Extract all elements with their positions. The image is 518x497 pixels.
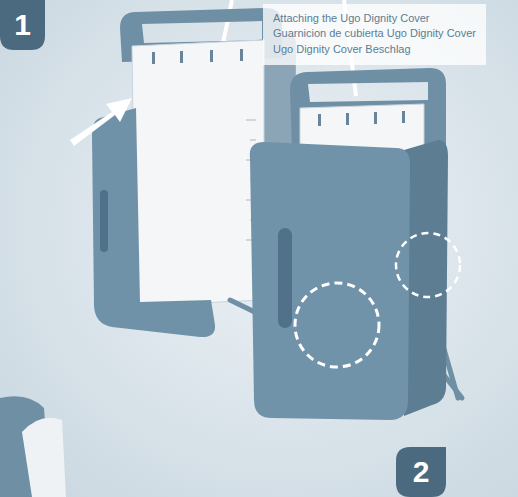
detail-circle [396,233,460,297]
direction-arrow [70,98,132,146]
tick [246,120,256,121]
partial-figure [0,396,66,497]
caption-panel: Attaching the Ugo Dignity CoverGuarnicio… [263,4,486,65]
slit [374,112,377,124]
slit [346,113,349,125]
bag-slits [318,111,405,126]
bag-slits [152,49,243,64]
cover-slot [278,228,292,328]
callout-badge [396,447,446,497]
callout-number: 1 [0,0,45,50]
slit [402,111,405,123]
tube [222,0,232,48]
slit [152,52,155,64]
slit [318,114,321,126]
caption-text: Ugo Dignity Cover Beschlag [273,42,476,57]
callout-number: 2 [396,447,446,497]
slit [210,50,213,62]
cover-slot [100,190,108,252]
open-cover [92,108,215,337]
bag [132,40,264,306]
detail-circle [295,283,379,367]
tick [250,140,256,141]
side-panel [404,140,448,416]
paper-part [22,418,66,497]
caption-text: Guarnicion de cubierta Ugo Dignity Cover [273,26,476,41]
slit [180,51,183,63]
callout-badge [0,0,45,50]
slit [240,49,243,61]
front-cover [250,142,410,420]
caption-text: Attaching the Ugo Dignity Cover [273,11,476,26]
